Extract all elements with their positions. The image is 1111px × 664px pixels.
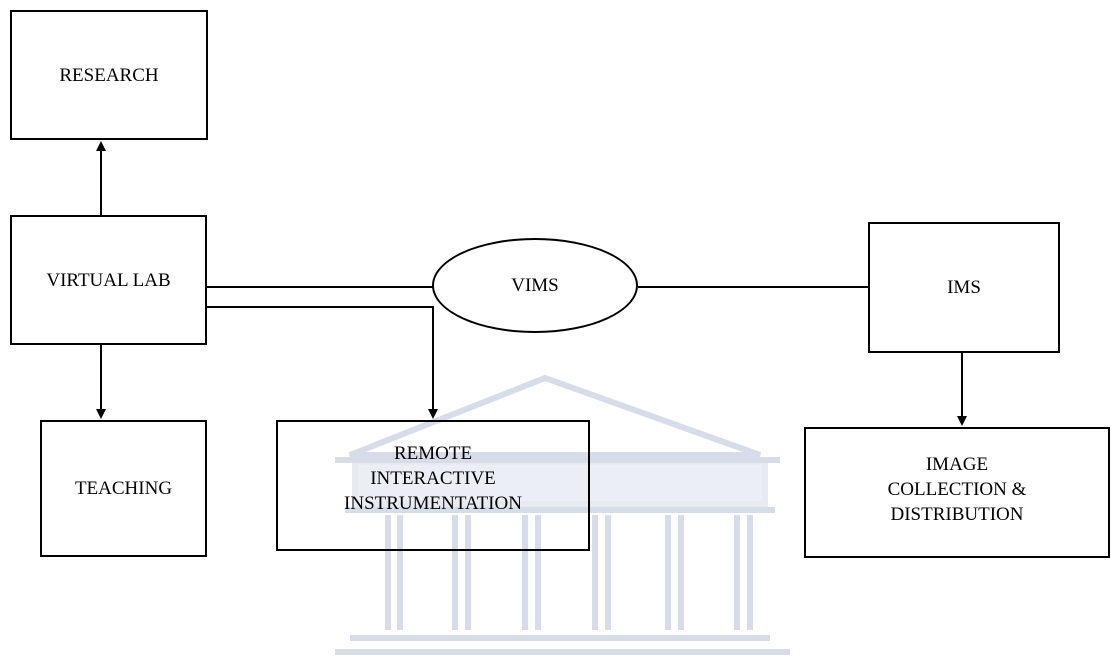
ims-box: IMS	[868, 222, 1060, 353]
research-box: RESEARCH	[10, 10, 208, 140]
vims-label: VIMS	[511, 275, 559, 296]
virtual-lab-box: VIRTUAL LAB	[10, 215, 207, 345]
teaching-label: TEACHING	[74, 478, 173, 499]
vims-ellipse: VIMS	[432, 238, 638, 333]
teaching-box: TEACHING	[40, 420, 207, 557]
virtual-lab-label: VIRTUAL LAB	[46, 269, 171, 291]
image-collection-label: IMAGE COLLECTION & DISTRIBUTION	[887, 454, 1027, 525]
remote-instrumentation-label: REMOTE INTERACTIVE INSTRUMENTATION	[344, 443, 522, 514]
image-collection-box: IMAGE COLLECTION & DISTRIBUTION	[804, 427, 1110, 558]
research-label: RESEARCH	[59, 64, 159, 86]
ims-label: IMS	[947, 277, 981, 298]
edge-virtual-to-remote	[207, 306, 438, 419]
remote-instrumentation-box: REMOTE INTERACTIVE INSTRUMENTATION	[276, 420, 590, 551]
